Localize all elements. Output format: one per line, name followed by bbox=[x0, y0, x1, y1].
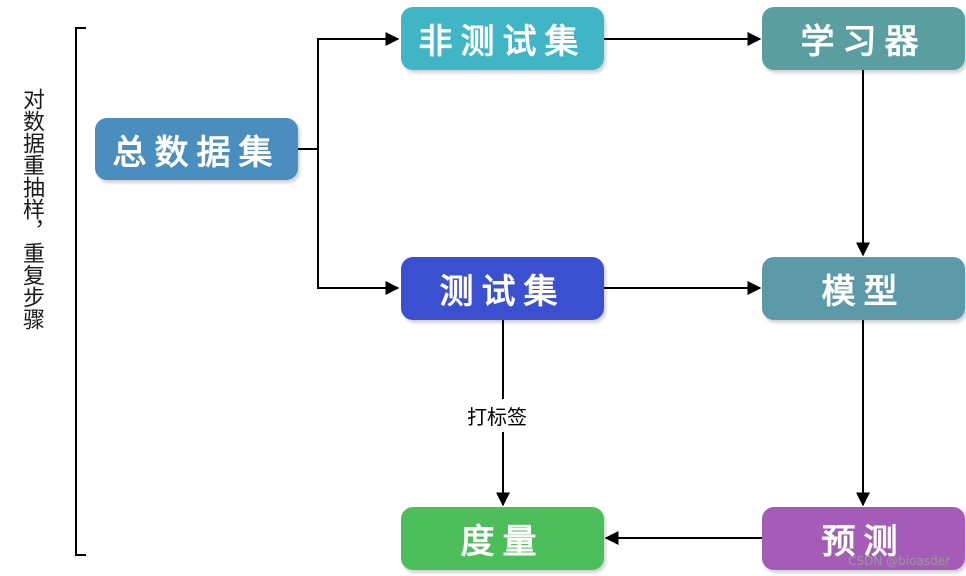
edge-label-labeling: 打标签 bbox=[464, 399, 530, 432]
node-learner: 学习器 bbox=[762, 7, 965, 70]
node-model: 模型 bbox=[762, 257, 965, 320]
node-non-test-set: 非测试集 bbox=[401, 7, 604, 70]
resample-note: 对数据重抽样，重复步骤 bbox=[19, 88, 44, 330]
node-predict: 预测 bbox=[762, 507, 965, 570]
arrow-split-to-non-test bbox=[317, 32, 400, 149]
arrow-split-to-test bbox=[317, 149, 400, 295]
node-metric: 度量 bbox=[401, 507, 604, 570]
watermark: CSDN @bioasder bbox=[848, 554, 950, 568]
sampling-bracket bbox=[75, 27, 86, 556]
node-test-set: 测试集 bbox=[401, 257, 604, 320]
node-total-dataset: 总数据集 bbox=[95, 118, 298, 180]
